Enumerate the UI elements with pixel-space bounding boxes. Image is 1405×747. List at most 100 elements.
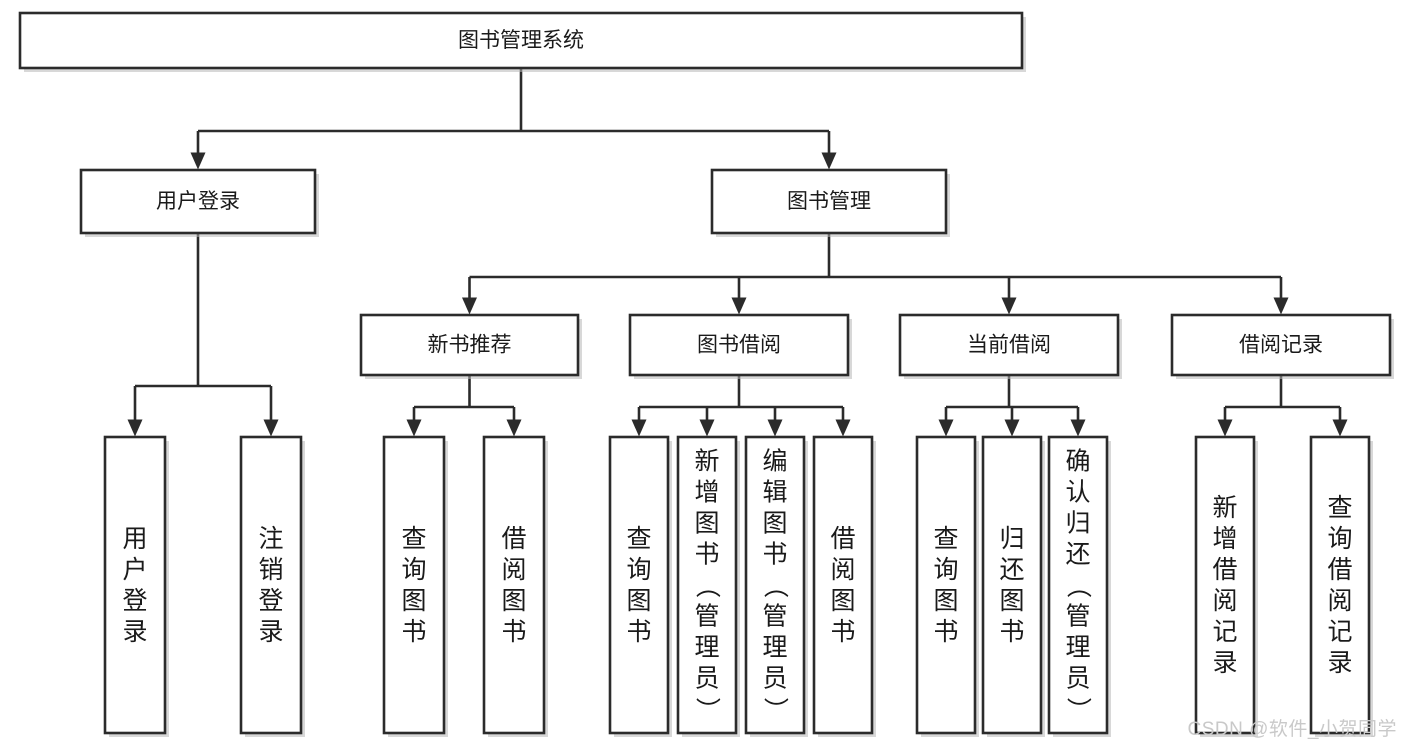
node-rect[interactable] xyxy=(898,313,1120,377)
edge-arrow-icon xyxy=(506,419,522,437)
node-label-char: ） xyxy=(761,697,789,722)
node-label-char: 图 xyxy=(626,587,651,615)
node-label-char: 图 xyxy=(830,587,855,615)
node-label-char: 记 xyxy=(1327,618,1352,646)
node-book-borrow[interactable]: 图书借阅 xyxy=(628,313,852,379)
edge-group xyxy=(938,375,1086,437)
node-label-char: 借 xyxy=(830,525,855,553)
edge-arrow-icon xyxy=(263,419,279,437)
edge-arrow-icon xyxy=(821,152,837,170)
node-label-char: 书 xyxy=(694,541,719,569)
node-rect[interactable] xyxy=(812,435,874,735)
node-rect[interactable] xyxy=(18,11,1024,70)
node-rect[interactable] xyxy=(1194,435,1256,735)
node-rect[interactable] xyxy=(676,435,738,735)
node-new-book-recommend[interactable]: 新书推荐 xyxy=(359,313,582,379)
node-leaf-user-login[interactable]: 用户登录 xyxy=(103,435,169,737)
node-label-char: 书 xyxy=(830,618,855,646)
node-label-char: 书 xyxy=(501,618,526,646)
node-rect[interactable] xyxy=(628,313,850,377)
node-rect[interactable] xyxy=(1170,313,1392,377)
node-rect[interactable] xyxy=(608,435,670,735)
edge-arrow-icon xyxy=(1217,419,1233,437)
node-label-char: 归 xyxy=(1065,510,1090,538)
node-rect[interactable] xyxy=(359,313,580,377)
nodes-layer: 图书管理系统用户登录图书管理新书推荐图书借阅当前借阅借阅记录用户登录注销登录查询… xyxy=(18,11,1394,737)
node-label-char: 管 xyxy=(762,603,787,631)
edge-group xyxy=(462,233,1289,315)
node-label-char: （ xyxy=(1064,573,1092,598)
node-rect[interactable] xyxy=(482,435,546,735)
node-label-char: 录 xyxy=(1327,649,1352,677)
edge-group xyxy=(631,375,851,437)
node-label-char: 阅 xyxy=(830,556,855,584)
node-borrow-record[interactable]: 借阅记录 xyxy=(1170,313,1394,379)
node-label-char: 理 xyxy=(1065,634,1090,662)
node-label-char: 管 xyxy=(694,603,719,631)
node-rect[interactable] xyxy=(79,168,317,235)
node-label-char: 登 xyxy=(258,587,283,615)
node-label: 新书推荐 xyxy=(428,334,512,357)
node-label-char: 认 xyxy=(1065,479,1090,507)
edges-layer xyxy=(127,68,1348,437)
edge-arrow-icon xyxy=(1001,297,1017,315)
node-rect[interactable] xyxy=(915,435,977,735)
node-label-char: （ xyxy=(761,573,789,598)
node-label: 用户登录 xyxy=(156,190,240,213)
node-root-root[interactable]: 图书管理系统 xyxy=(18,11,1026,72)
node-rect[interactable] xyxy=(710,168,948,235)
node-book-management[interactable]: 图书管理 xyxy=(710,168,950,237)
node-label-char: 阅 xyxy=(1327,587,1352,615)
node-rect[interactable] xyxy=(103,435,167,735)
node-rect[interactable] xyxy=(744,435,806,735)
node-label-char: 员 xyxy=(694,665,719,693)
node-user-login[interactable]: 用户登录 xyxy=(79,168,319,237)
node-label-char: 登 xyxy=(122,587,147,615)
node-rect[interactable] xyxy=(981,435,1043,735)
node-label-char: 书 xyxy=(933,618,958,646)
node-label-char: 借 xyxy=(1212,556,1237,584)
node-label-char: 还 xyxy=(1065,541,1090,569)
node-label-char: 询 xyxy=(933,556,958,584)
edge-group xyxy=(127,233,279,437)
node-label-char: 录 xyxy=(1212,649,1237,677)
edge-arrow-icon xyxy=(699,419,715,437)
node-label-char: 图 xyxy=(694,510,719,538)
node-rect[interactable] xyxy=(382,435,446,735)
node-label-char: 员 xyxy=(1065,665,1090,693)
edge-group xyxy=(190,68,837,170)
node-label-char: 增 xyxy=(1212,525,1237,553)
node-label-char: 查 xyxy=(1327,494,1352,522)
node-current-borrow[interactable]: 当前借阅 xyxy=(898,313,1122,379)
edge-arrow-icon xyxy=(731,297,747,315)
node-rect[interactable] xyxy=(1047,435,1109,735)
node-label-char: 查 xyxy=(401,525,426,553)
node-label-char: 户 xyxy=(122,556,147,584)
edge-arrow-icon xyxy=(1332,419,1348,437)
node-label-char: 增 xyxy=(694,479,719,507)
node-label-char: ） xyxy=(693,697,721,722)
node-label: 图书管理系统 xyxy=(458,29,584,52)
node-label-char: ） xyxy=(1064,697,1092,722)
node-label-char: 图 xyxy=(933,587,958,615)
node-rect[interactable] xyxy=(1309,435,1371,735)
node-label-char: 录 xyxy=(122,618,147,646)
node-label-char: 编 xyxy=(762,448,787,476)
node-label-char: 书 xyxy=(999,618,1024,646)
node-label: 当前借阅 xyxy=(967,334,1051,357)
node-rect[interactable] xyxy=(239,435,303,735)
node-label-char: 理 xyxy=(762,634,787,662)
